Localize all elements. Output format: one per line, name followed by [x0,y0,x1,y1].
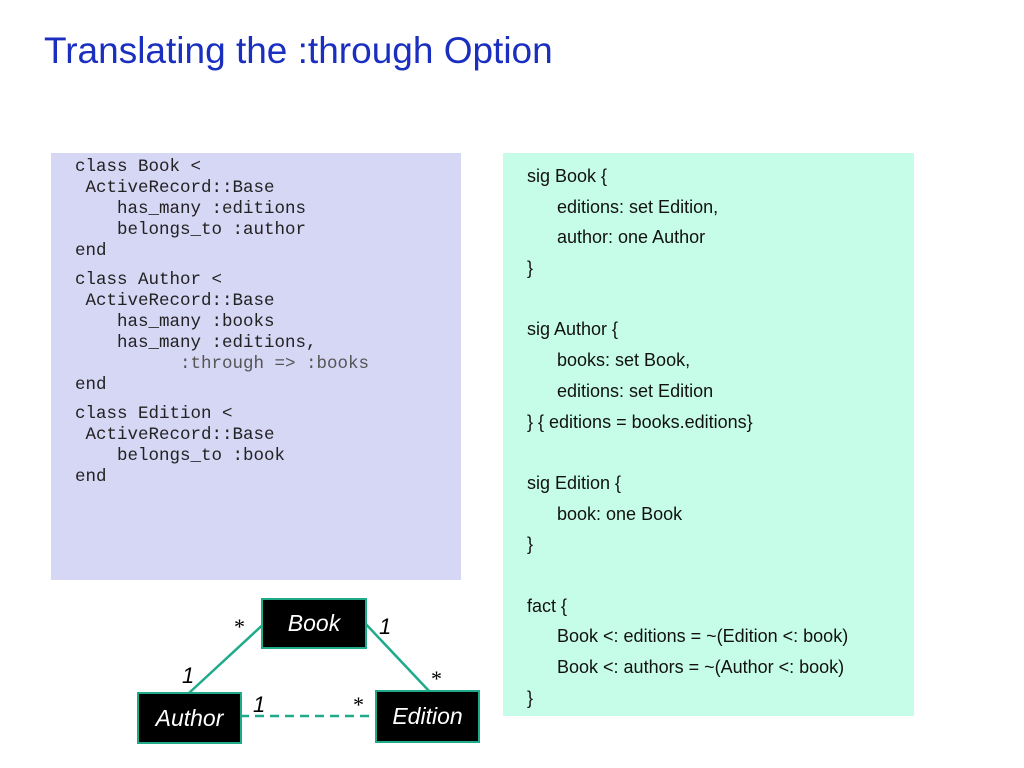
multiplicity-label: 1 [182,663,195,688]
code-line: belongs_to :book [75,446,286,466]
uml-class-author: Author [137,692,242,744]
alloy-line: author: one Author [557,227,706,248]
alloy-line: Book <: editions = ~(Edition <: book) [557,626,849,647]
alloy-line: Book <: authors = ~(Author <: book) [557,657,845,677]
alloy-line: } { editions = books.editions} [527,411,753,432]
code-line: belongs_to :author [75,220,307,240]
edge-book-edition [361,619,431,693]
code-line: ActiveRecord::Base [75,425,275,445]
alloy-line: sig Author { [527,319,619,340]
alloy-line: books: set Book, [557,350,691,371]
alloy-line: sig Book { [527,166,608,186]
multiplicity-label: 1 [253,692,266,717]
multiplicity-label: 1 [379,614,392,639]
code-line: has_many :books [75,312,275,332]
code-line: :through => :books [75,354,370,374]
alloy-line: } [527,534,534,555]
multiplicity-label: * [431,666,442,691]
code-line: has_many :editions [75,199,307,219]
code-line: end [75,241,107,261]
code-line: class Author < [75,270,223,290]
alloy-line: fact { [527,595,568,616]
alloy-line: } [527,687,534,708]
alloy-line: } [527,258,534,279]
alloy-line: sig Edition { [527,472,622,493]
uml-class-edition: Edition [375,690,480,743]
alloy-line: editions: set Edition, [557,196,719,217]
alloy-line: book: one Book [557,503,683,524]
edge-book-author [188,619,269,694]
code-line: end [75,467,107,487]
alloy-line: editions: set Edition [557,380,714,401]
multiplicity-label: * [234,614,245,639]
code-line: has_many :editions, [75,333,317,353]
slide-title: Translating the :through Option [44,30,553,71]
code-line: class Book < [75,157,202,177]
code-line: class Edition < [75,404,233,424]
code-line: end [75,375,107,395]
code-line: ActiveRecord::Base [75,291,275,311]
alloy-code-panel: sig Book { editions: set Edition, author… [503,153,914,716]
uml-class-book: Book [261,598,367,649]
code-line: ActiveRecord::Base [75,178,275,198]
rails-code-panel: class Book < ActiveRecord::Base has_many… [51,153,461,580]
multiplicity-label: * [353,692,364,717]
